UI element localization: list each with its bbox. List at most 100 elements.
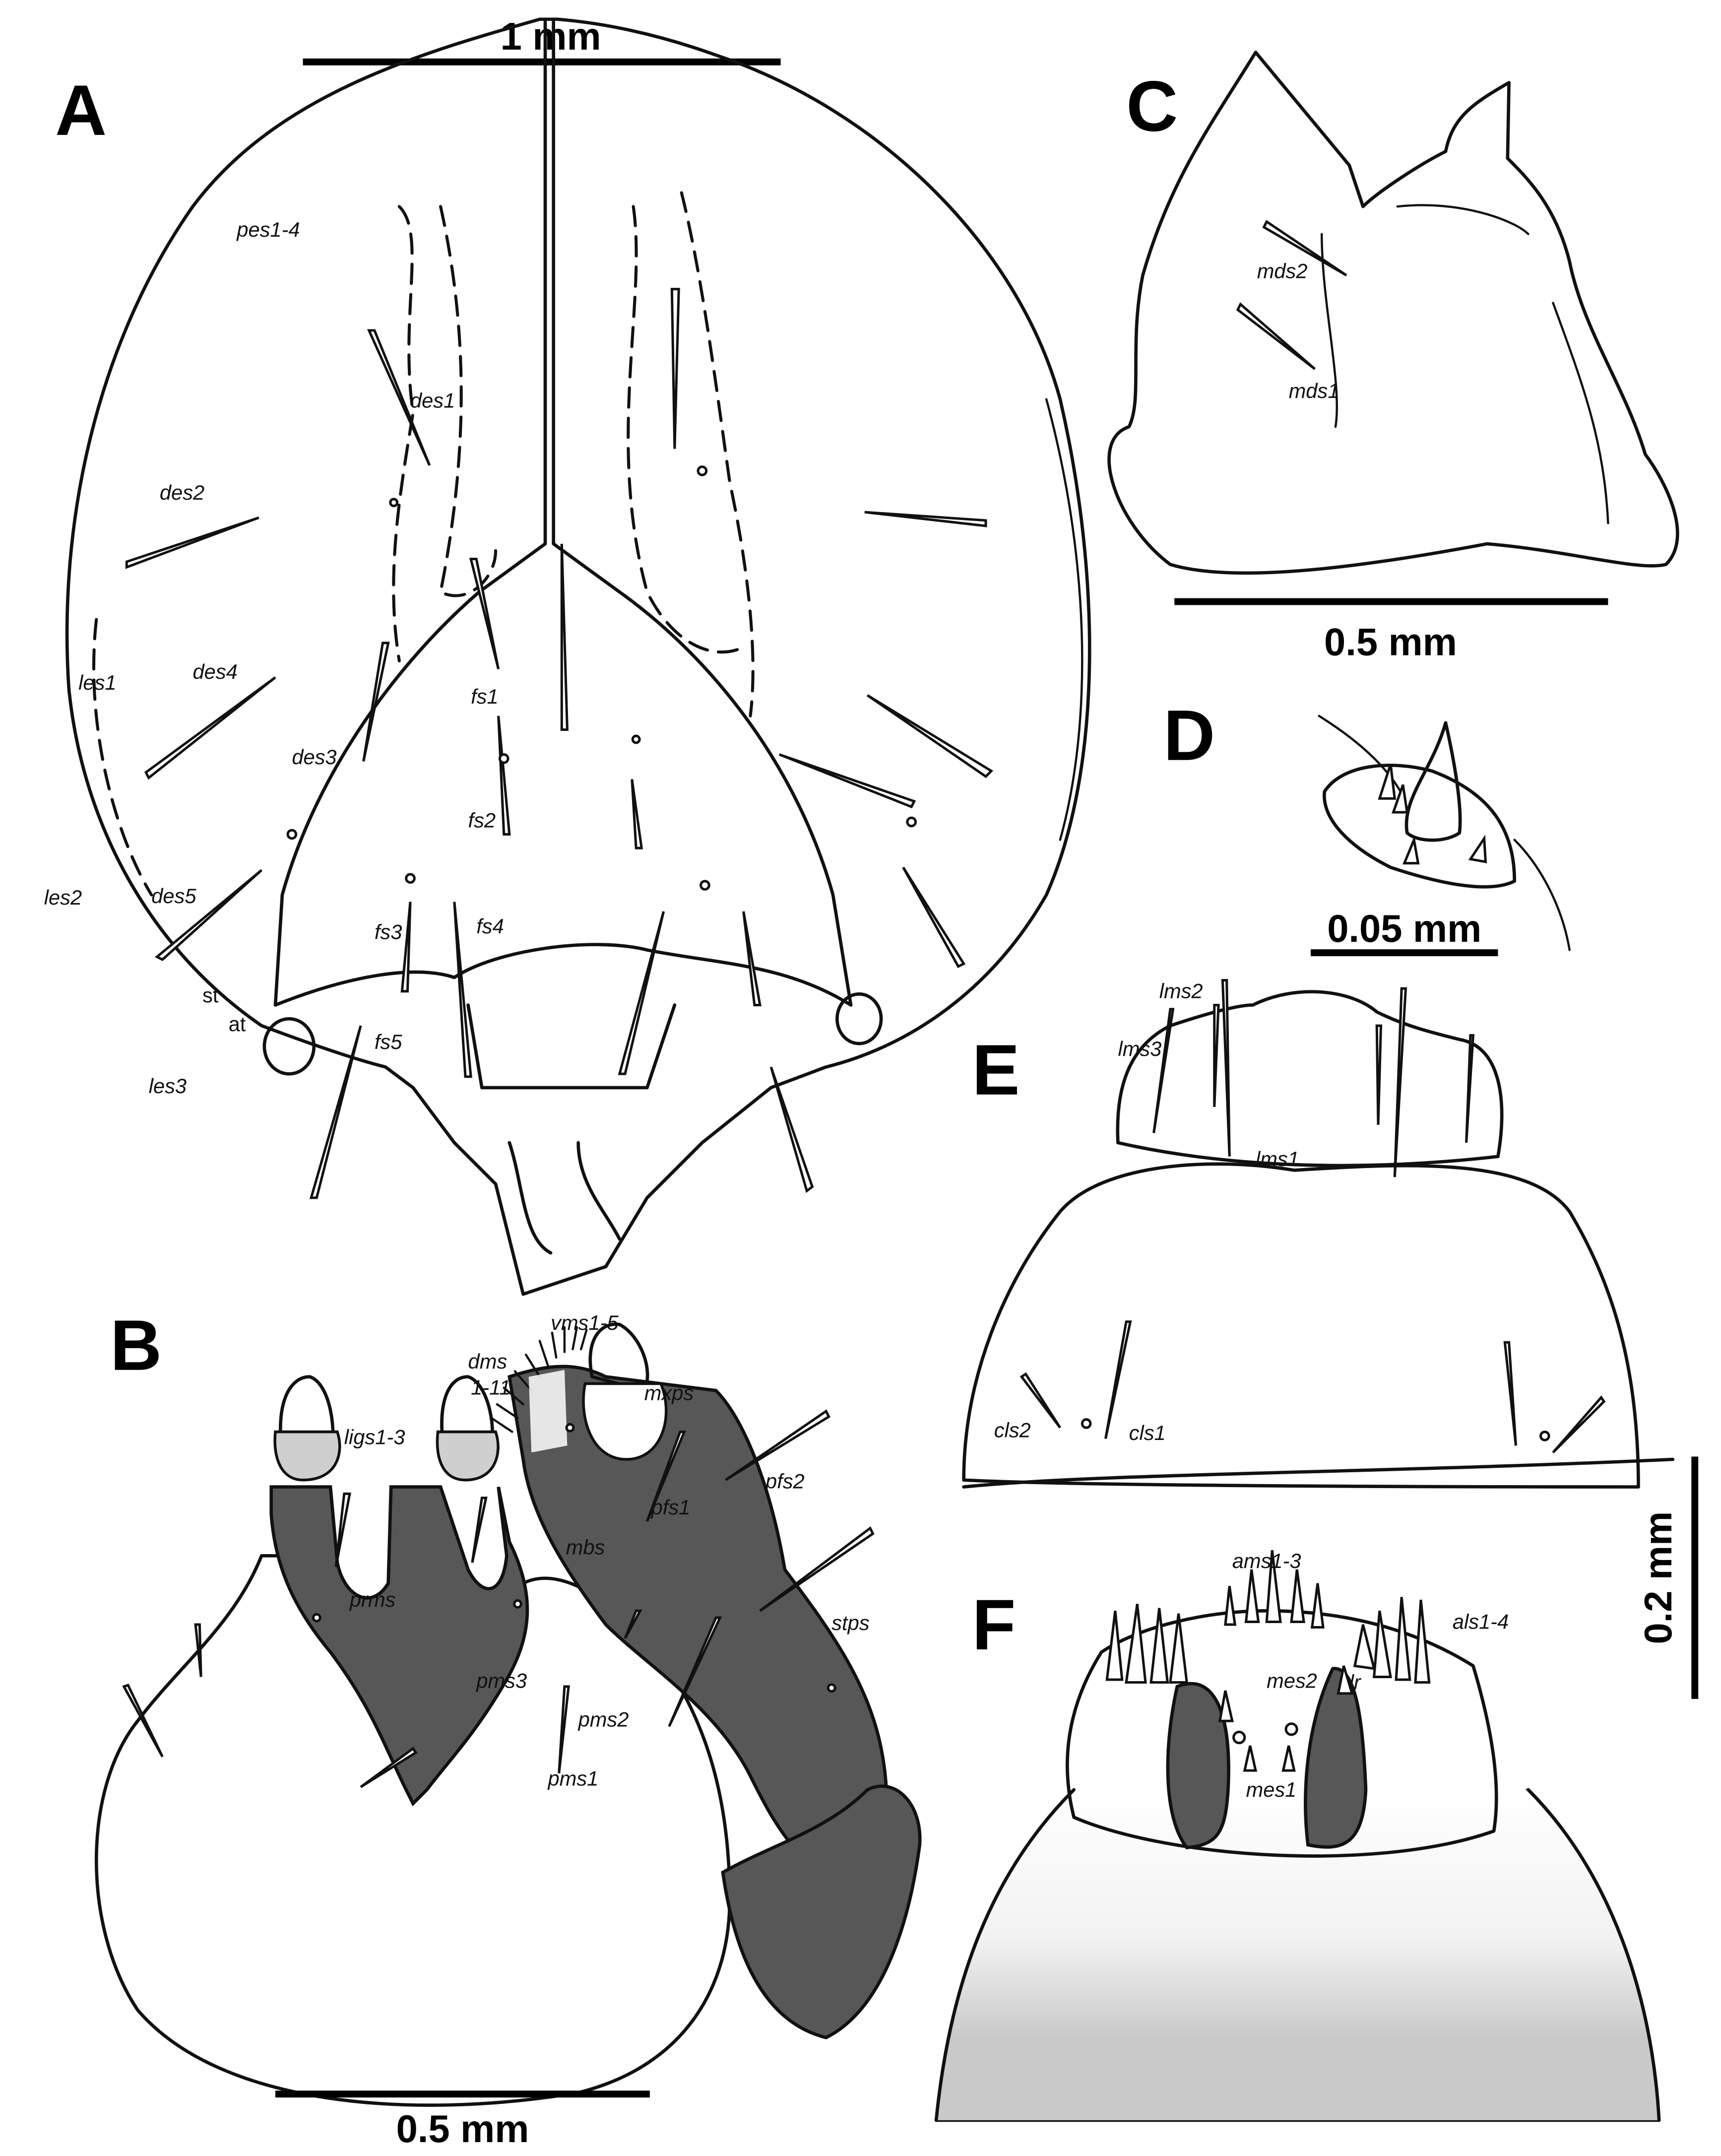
label-st: st [202,983,219,1007]
label-cls2: cls2 [994,1419,1031,1442]
head-ventral-fill [936,1789,1659,2120]
frontal-suture-left [273,20,547,1007]
panel-c: C mds2 mds1 0.5 mm [1107,51,1679,664]
label-mes1: mes1 [1246,1778,1297,1801]
sensory-cone [1404,721,1462,842]
label-fs2: fs2 [468,809,496,832]
mandible-ridges [1320,204,1609,524]
panel-letter-a: A [55,70,107,150]
label-dms: dms [468,1350,508,1373]
epipharynx-plate [1065,1609,1498,1858]
antenna-base-lines [1318,715,1571,951]
mouthparts-sketch [508,1141,622,1255]
scale-label-b: 0.5 mm [396,2108,529,2151]
mala-pale-area [528,1370,568,1453]
label-mbs: mbs [566,1536,605,1559]
setae-b [122,1409,875,1788]
label-les2: les2 [44,886,82,909]
label-cls1: cls1 [1129,1421,1166,1444]
setae-f [1105,1550,1431,1772]
panel-f: F ams1-3 als1- [934,1549,1661,2122]
label-stps: stps [831,1611,869,1634]
pore-e-2 [1539,1431,1550,1441]
seta-mds2 [1262,220,1347,277]
mandible-outline [1107,51,1679,575]
labrum [466,1003,677,1090]
antenna-segment [1323,764,1517,889]
palps [273,1322,668,1482]
antenna-spine-4 [1468,835,1487,863]
label-des5: des5 [151,884,196,908]
seta-mds1 [1236,302,1316,370]
ridge-dashed-4 [680,191,755,718]
scale-label-d: 0.05 mm [1327,908,1481,950]
labrum-plate [1116,990,1504,1168]
label-des4: des4 [193,660,238,683]
scale-bar-ef-group: 0.2 mm [1637,1456,1699,1699]
labels-f: ams1-3 als1-4 mes2 mes1 lr [1232,1549,1509,1801]
mala-setae [490,1326,588,1433]
label-les1: les1 [78,671,116,694]
label-lms1: lms1 [1256,1147,1299,1171]
ridge-dashed-3 [627,205,745,654]
ridge-dashed-1 [392,205,415,662]
antenna-spine-2 [1391,784,1409,814]
panel-letter-d: D [1163,695,1215,776]
label-fs1: fs1 [471,685,499,708]
antenna-spine-3 [1402,835,1420,865]
tormae-left [1166,1682,1230,1849]
panel-b: B [94,1305,922,2151]
label-des3: des3 [292,745,336,769]
label-fs5: fs5 [375,1030,402,1053]
pores-b [312,1423,836,1693]
panel-letter-f: F [972,1584,1016,1665]
scale-label-ef: 0.2 mm [1637,1511,1680,1644]
label-lms2: lms2 [1159,980,1203,1003]
stemma-right [835,992,883,1045]
panel-d: D 0.05 mm [1163,695,1571,956]
label-pfs1: pfs1 [650,1496,691,1519]
label-mes2: mes2 [1267,1669,1317,1693]
label-pms1: pms1 [547,1767,599,1790]
setae-e [1020,979,1606,1453]
label-ligs1-3: ligs1-3 [344,1426,405,1449]
label-pms3: pms3 [475,1669,527,1693]
clypeus-edge [273,943,853,1007]
pore-f-2 [1284,1722,1298,1736]
label-prms: prms [349,1588,395,1611]
label-at: at [229,1012,246,1036]
label-lr: lr [1349,1670,1362,1694]
labels-e: lms2 lms3 lms1 cls2 cls1 [994,980,1299,1445]
panel-e: E lms2 lms3 lms1 cls2 cls1 [962,979,1675,1489]
stemma-left [262,1017,316,1076]
panel-a: A 1 mm [44,15,1091,1296]
label-vms1-5: vms1-5 [551,1311,619,1334]
panel-letter-b: B [110,1305,162,1385]
label-fs4: fs4 [476,915,504,938]
label-ams1-3: ams1-3 [1232,1549,1301,1572]
label-dms-range: 1-11 [471,1376,510,1399]
label-fs3: fs3 [375,920,402,943]
head-ventral-edge [934,1788,1661,2122]
clypeus-plate [962,1162,1640,1489]
label-lms3: lms3 [1118,1037,1161,1060]
label-des1: des1 [410,389,455,412]
panel-letter-e: E [972,1030,1020,1110]
panel-letter-c: C [1126,66,1178,146]
label-mds2: mds2 [1257,259,1308,282]
frontal-suture-right [552,20,853,1007]
pore-f-1 [1232,1730,1246,1745]
ridge-left-dashed [92,618,153,897]
label-mds1: mds1 [1289,379,1339,402]
head-capsule-outline [65,17,1091,1296]
label-pes1-4: pes1-4 [236,218,300,241]
pores-a [286,465,917,891]
antenna-spine-1 [1378,764,1397,800]
label-als1-4: als1-4 [1453,1610,1509,1633]
label-des2: des2 [160,481,204,504]
lateral-ridge-right [1045,398,1084,841]
tormae-right [1304,1667,1368,1849]
pore-e-1 [1081,1418,1092,1429]
label-pms2: pms2 [577,1707,629,1731]
